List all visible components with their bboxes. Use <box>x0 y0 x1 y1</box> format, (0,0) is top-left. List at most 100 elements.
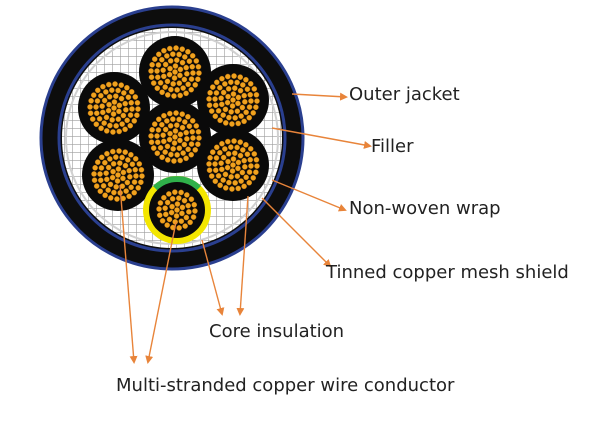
copper-strand <box>176 116 182 123</box>
copper-strand <box>185 202 191 209</box>
copper-strand <box>164 78 171 85</box>
copper-strand <box>185 146 191 153</box>
copper-strand <box>105 187 111 193</box>
copper-strand <box>156 206 162 212</box>
copper-strand <box>105 164 112 171</box>
copper-strand <box>220 154 227 161</box>
copper-strand <box>229 103 236 109</box>
copper-strand <box>246 104 253 110</box>
copper-strand <box>177 157 183 164</box>
copper-strand <box>240 82 246 88</box>
copper-strand <box>207 89 213 96</box>
copper-strand <box>237 139 244 145</box>
copper-strand <box>128 151 134 158</box>
copper-strand <box>243 141 249 148</box>
copper-strand <box>102 159 108 166</box>
copper-strand <box>230 91 237 97</box>
copper-strand <box>127 112 134 118</box>
copper-strand <box>102 192 108 199</box>
copper-strand <box>246 169 253 175</box>
copper-strand <box>170 116 176 122</box>
copper-strand <box>183 90 189 97</box>
copper-strand <box>115 87 121 94</box>
copper-strand <box>188 76 195 82</box>
copper-strand <box>124 117 130 124</box>
copper-strand <box>213 79 220 86</box>
copper-strand <box>128 99 135 106</box>
copper-strand <box>169 203 175 210</box>
copper-strand <box>231 138 237 144</box>
copper-strand <box>173 213 180 219</box>
copper-strand <box>160 67 166 73</box>
copper-strand <box>132 166 139 173</box>
copper-strand <box>218 95 224 101</box>
copper-strand <box>222 146 228 152</box>
copper-strand <box>241 157 247 164</box>
copper-strand <box>185 113 191 120</box>
copper-strand <box>93 110 100 117</box>
copper-strand <box>243 76 249 83</box>
copper-strand <box>228 144 234 150</box>
copper-strand <box>241 92 247 99</box>
copper-strand <box>171 75 178 81</box>
copper-strand <box>109 87 115 93</box>
copper-strand <box>212 113 219 120</box>
copper-strand <box>237 74 244 80</box>
copper-strand <box>229 121 235 127</box>
copper-strand <box>174 152 180 158</box>
copper-strand <box>206 167 213 173</box>
copper-strand <box>98 165 105 171</box>
copper-strand <box>164 157 171 163</box>
copper-strand <box>119 121 125 127</box>
copper-strand <box>113 184 119 190</box>
copper-strand <box>209 149 216 155</box>
copper-strand <box>157 200 164 206</box>
copper-strand <box>177 131 184 138</box>
copper-strand <box>195 141 201 148</box>
copper-strand <box>109 117 115 123</box>
copper-strand <box>155 51 162 58</box>
copper-strand <box>207 154 213 161</box>
copper-strand <box>254 98 260 104</box>
copper-strand <box>115 116 122 122</box>
copper-strand <box>185 81 191 88</box>
copper-strand <box>168 209 175 216</box>
copper-strand <box>149 61 155 68</box>
copper-strand <box>167 65 173 72</box>
copper-strand <box>253 169 259 176</box>
copper-strand <box>161 194 167 201</box>
copper-strand <box>110 129 116 135</box>
copper-strand <box>242 164 248 170</box>
copper-strand <box>128 184 134 191</box>
copper-strand <box>176 51 182 58</box>
copper-strand <box>107 181 114 188</box>
copper-strand <box>136 161 143 167</box>
copper-strand <box>164 53 170 59</box>
copper-strand <box>168 86 174 93</box>
copper-strand <box>116 102 123 109</box>
copper-strand <box>251 86 258 92</box>
copper-strand <box>224 164 231 171</box>
copper-strand <box>162 149 168 155</box>
copper-strand <box>98 92 104 99</box>
copper-strand <box>231 73 237 79</box>
copper-strand <box>170 51 176 57</box>
copper-strand <box>218 160 224 166</box>
non-woven-wrap-ring <box>57 23 287 253</box>
copper-strand <box>250 110 257 116</box>
copper-strand <box>150 145 157 151</box>
copper-strand <box>150 80 157 86</box>
copper-strand <box>225 158 231 165</box>
copper-strand <box>119 154 125 161</box>
copper-strand <box>234 79 240 86</box>
copper-strand <box>206 96 212 102</box>
copper-strand <box>131 189 138 196</box>
copper-strand <box>174 207 180 213</box>
copper-strand <box>107 122 113 129</box>
copper-strand <box>110 161 117 167</box>
copper-strand <box>174 87 180 93</box>
copper-strand <box>213 90 220 96</box>
copper-strand <box>234 144 240 151</box>
copper-strand <box>217 149 223 156</box>
